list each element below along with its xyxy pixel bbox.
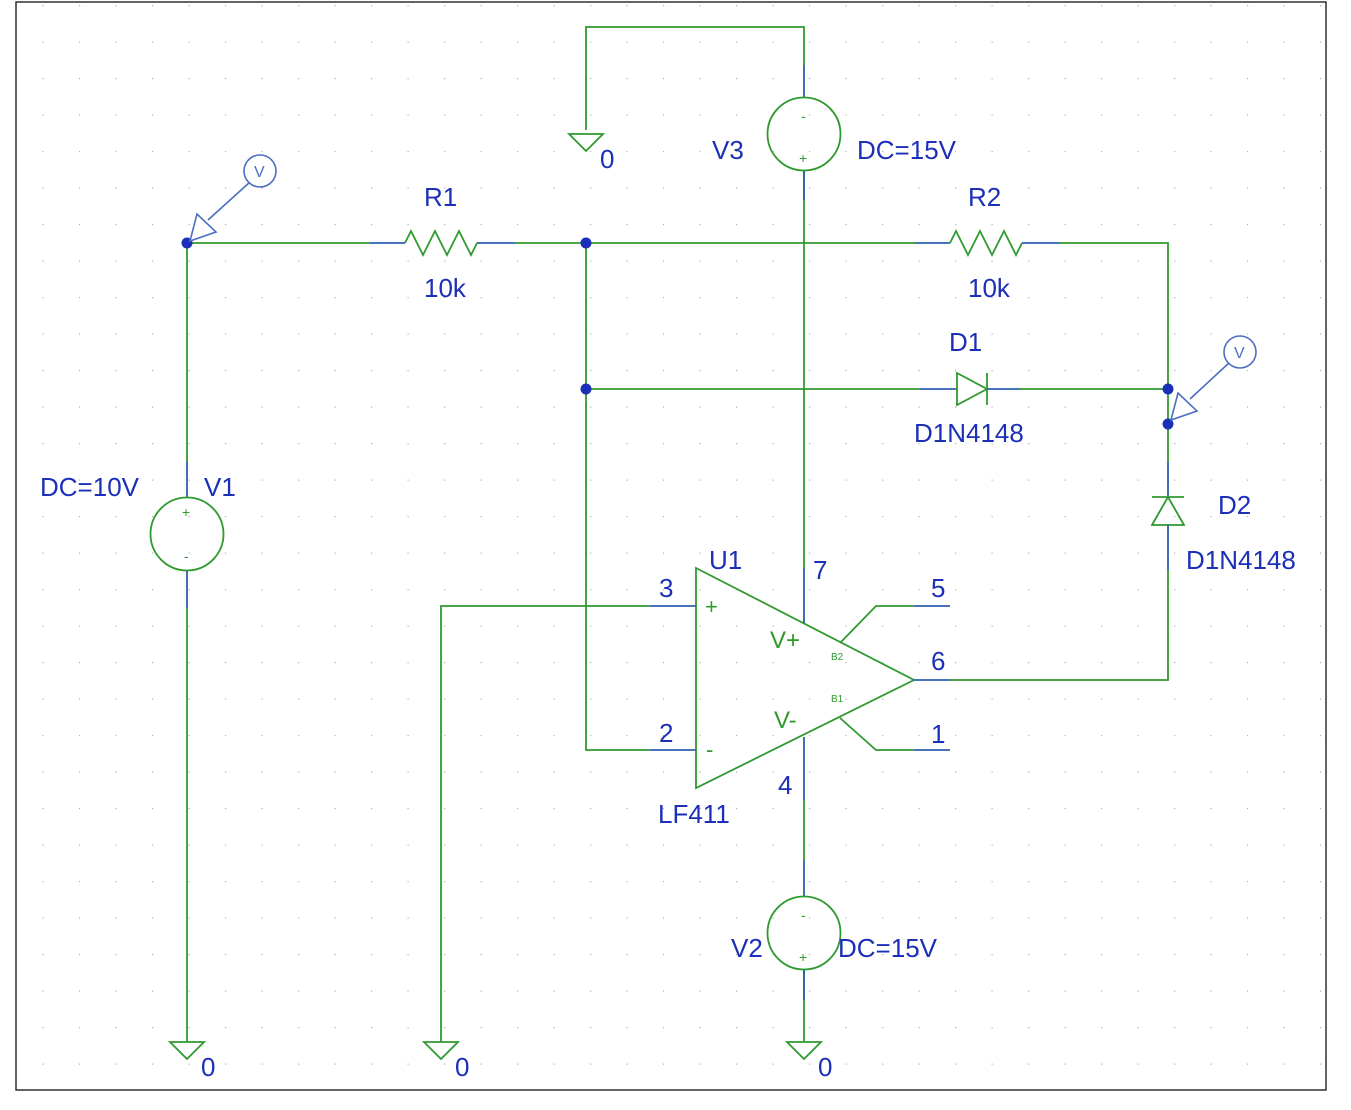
v3-value-label: DC=15V — [857, 135, 957, 165]
u1-pin3-label: 3 — [659, 573, 673, 603]
u1-pin6-label: 6 — [931, 646, 945, 676]
probe-icon — [1223, 335, 1257, 369]
v3-minus-sign: - — [801, 108, 806, 124]
d1-model-label: D1N4148 — [914, 418, 1024, 448]
diode-d2[interactable]: D2 D1N4148 — [1150, 462, 1296, 575]
probe-label-output: V — [1234, 345, 1245, 362]
v1-plus-sign: + — [182, 504, 190, 520]
d2-model-label: D1N4148 — [1186, 545, 1296, 575]
u1-pin4-label: 4 — [778, 770, 792, 800]
ground-v1[interactable]: 0 — [167, 1041, 215, 1082]
ground-label-top: 0 — [600, 144, 614, 174]
wire-v3-loop[interactable] — [585, 26, 805, 130]
source-v3[interactable]: - + V3 DC=15V — [712, 65, 957, 200]
resistor-r1[interactable]: R1 10k — [370, 182, 515, 303]
diode-d1[interactable]: D1 D1N4148 — [914, 327, 1024, 448]
u1-vplus-label: V+ — [770, 627, 800, 654]
opamp-u1[interactable]: + - V+ V- B2 B1 3 2 7 4 5 6 1 U1 LF411 — [650, 545, 950, 829]
u1-plus-input-sign: + — [705, 594, 718, 619]
u1-b1-label: B1 — [831, 694, 844, 705]
voltage-probe-output[interactable]: V — [1169, 335, 1257, 422]
v2-minus-sign: - — [801, 907, 806, 923]
u1-pin2-label: 2 — [659, 718, 673, 748]
u1-pin7-label: 7 — [813, 555, 827, 585]
v1-name-label: V1 — [204, 472, 236, 502]
ground-label-plus: 0 — [455, 1052, 469, 1082]
u1-vminus-label: V- — [774, 707, 797, 734]
source-v1[interactable]: + - DC=10V V1 — [40, 462, 236, 608]
r1-name-label: R1 — [424, 182, 457, 212]
wire-d2-to-output[interactable] — [950, 570, 1169, 681]
junction-d2-top — [1162, 418, 1174, 430]
v2-plus-sign: + — [799, 949, 807, 965]
ground-label-v2: 0 — [818, 1052, 832, 1082]
v3-name-label: V3 — [712, 135, 744, 165]
r2-value-label: 10k — [968, 273, 1011, 303]
ground-v3-loop[interactable]: 0 — [566, 133, 614, 174]
d1-name-label: D1 — [949, 327, 982, 357]
wire-r2-to-right[interactable] — [1060, 242, 1169, 389]
u1-minus-input-sign: - — [706, 737, 713, 762]
wires — [186, 26, 1169, 1042]
v2-value-label: DC=15V — [838, 933, 938, 963]
ground-label-v1: 0 — [201, 1052, 215, 1082]
u1-pin1-label: 1 — [931, 719, 945, 749]
v1-minus-sign: - — [184, 548, 189, 564]
ground-v2[interactable]: 0 — [784, 1041, 832, 1082]
r1-value-label: 10k — [424, 273, 467, 303]
junction-d1-right — [1162, 383, 1174, 395]
source-v2[interactable]: - + V2 DC=15V — [731, 860, 938, 1000]
u1-model-label: LF411 — [658, 799, 730, 829]
v3-plus-sign: + — [799, 150, 807, 166]
u1-name-label: U1 — [709, 545, 742, 575]
resistor-r2[interactable]: R2 10k — [915, 182, 1060, 303]
wire-plus-to-ground[interactable] — [440, 605, 650, 1042]
r2-name-label: R2 — [968, 182, 1001, 212]
d2-name-label: D2 — [1218, 490, 1251, 520]
junction-r1-r2 — [580, 237, 592, 249]
voltage-probe-input[interactable]: V — [188, 154, 277, 243]
wire-junction-vertical[interactable] — [585, 243, 650, 751]
u1-pin5-label: 5 — [931, 573, 945, 603]
sheet-grid — [16, 2, 1326, 1090]
v1-value-label: DC=10V — [40, 472, 140, 502]
probe-icon — [243, 154, 277, 188]
sheet-border — [15, 1, 1327, 1091]
junction-d1-left — [580, 383, 592, 395]
probe-label-input: V — [254, 164, 265, 181]
v2-name-label: V2 — [731, 933, 763, 963]
ground-plus-input[interactable]: 0 — [421, 1041, 469, 1082]
u1-b2-label: B2 — [831, 652, 844, 663]
